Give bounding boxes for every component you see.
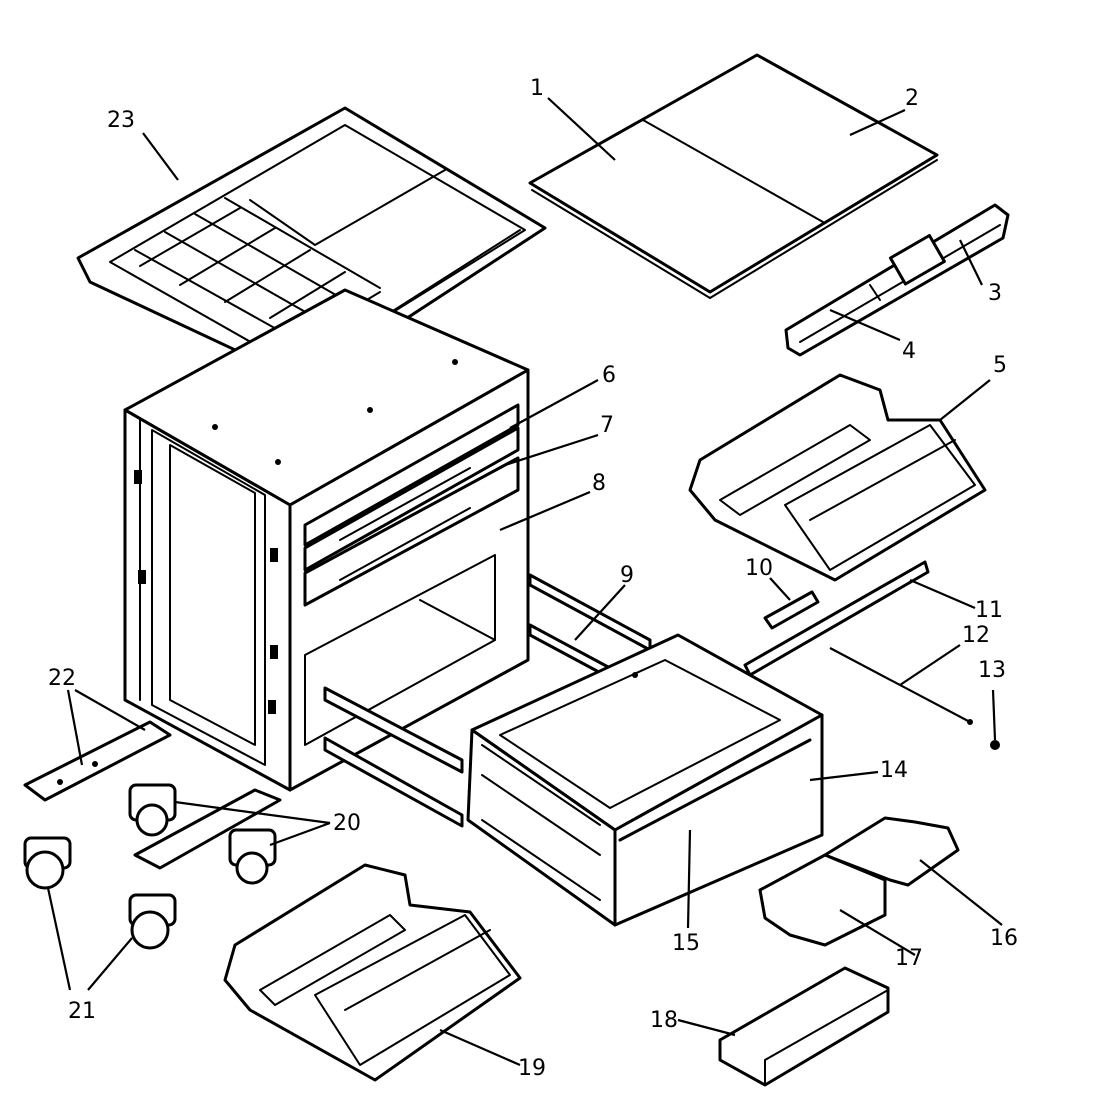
part-labels: 1 2 3 4 5 6 7 8 9 10 11 12 13 14 15 16 1… — [48, 76, 1018, 1081]
part-14-drawer — [466, 633, 824, 927]
label-8: 8 — [592, 471, 606, 496]
part-19-tote — [223, 863, 522, 1082]
label-6: 6 — [602, 363, 616, 388]
part-17-divider — [758, 853, 887, 947]
part-22-bracket — [23, 720, 172, 802]
label-23: 23 — [107, 108, 135, 133]
label-16: 16 — [990, 926, 1018, 951]
part-18-tray — [718, 966, 890, 1087]
label-4: 4 — [902, 339, 916, 364]
label-11: 11 — [975, 598, 1003, 623]
label-2: 2 — [905, 86, 919, 111]
label-3: 3 — [988, 281, 1002, 306]
label-15: 15 — [672, 931, 700, 956]
label-14: 14 — [880, 758, 908, 783]
label-21: 21 — [68, 999, 96, 1024]
label-5: 5 — [993, 353, 1007, 378]
label-22: 22 — [48, 666, 76, 691]
label-1: 1 — [530, 76, 544, 101]
label-9: 9 — [620, 563, 634, 588]
label-19: 19 — [518, 1056, 546, 1081]
part-16-divider — [823, 816, 960, 887]
part-21-casters — [23, 836, 177, 950]
part-5-tote — [688, 373, 987, 582]
label-10: 10 — [745, 556, 773, 581]
label-17: 17 — [895, 946, 923, 971]
part-20-casters — [128, 783, 282, 885]
label-13: 13 — [978, 658, 1006, 683]
label-18: 18 — [650, 1008, 678, 1033]
drawer-slides — [323, 560, 1000, 828]
label-20: 20 — [333, 811, 361, 836]
cabinet-body — [123, 288, 530, 792]
label-12: 12 — [962, 623, 990, 648]
part-10-clip — [763, 590, 820, 630]
part-3-4-handle — [784, 203, 1010, 357]
label-7: 7 — [600, 413, 614, 438]
leader-lines — [46, 97, 1003, 1067]
part-1-2-mat — [528, 53, 939, 299]
